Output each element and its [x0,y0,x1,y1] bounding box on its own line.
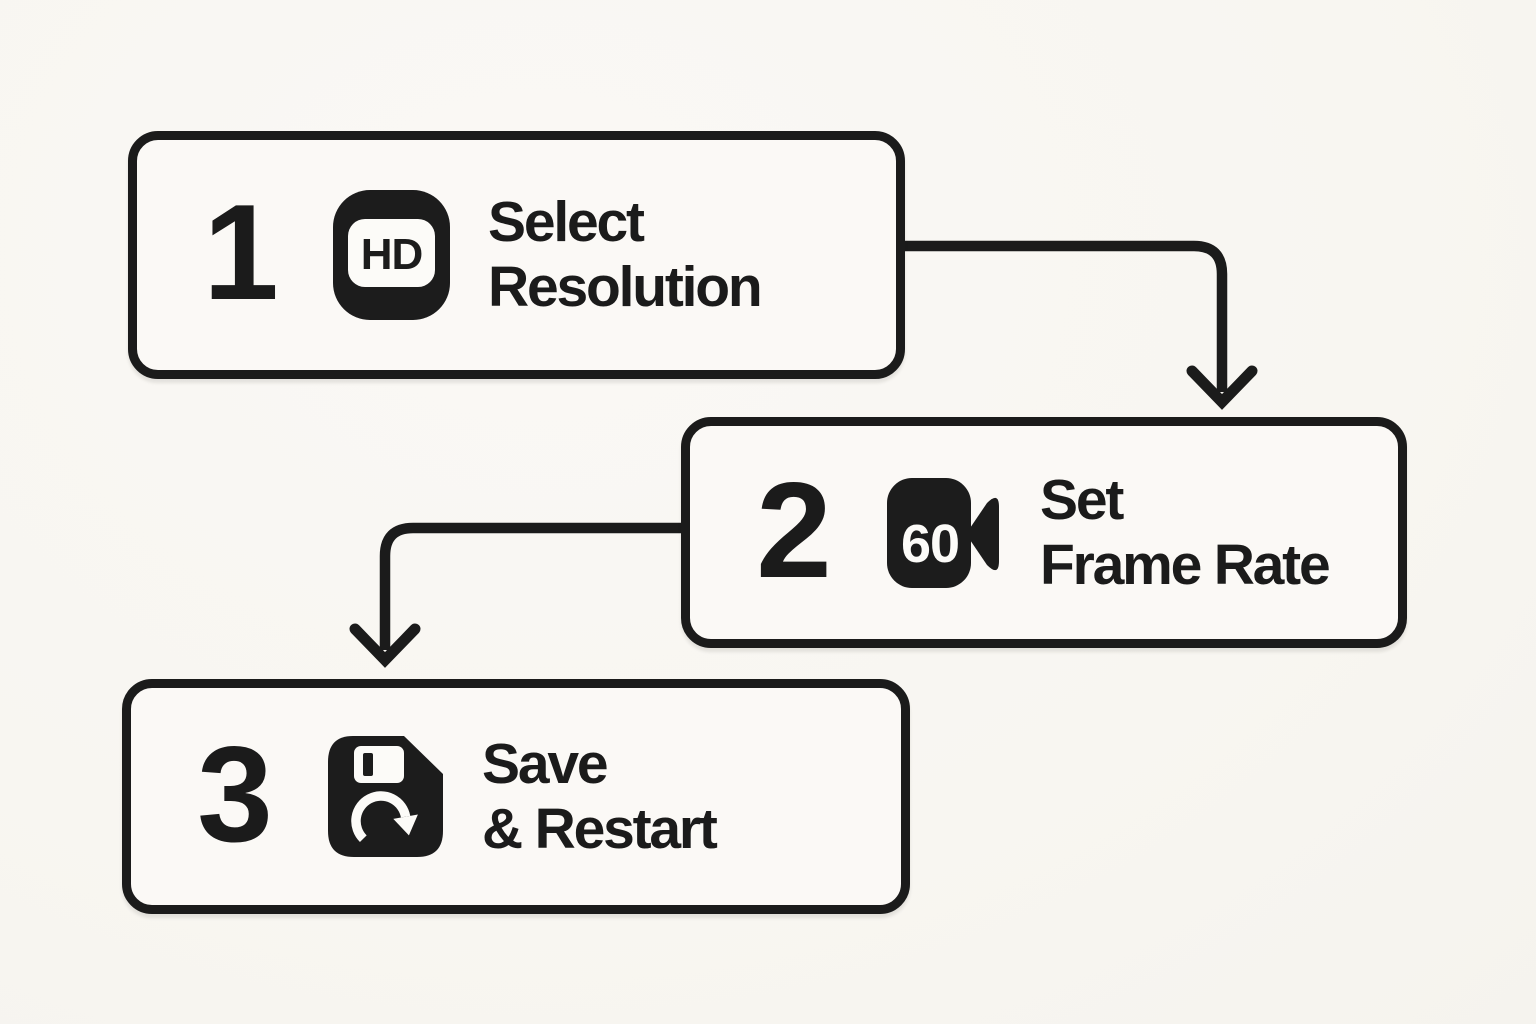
save-restart-icon [328,736,443,857]
hd-badge-text: HD [361,230,423,279]
step-label: Select Resolution [488,190,763,320]
step-label-line1: Select [488,190,645,254]
restart-arrow-head [393,814,418,836]
step-box-set-frame-rate: 2 60 Set Frame Rate [681,417,1407,648]
connector-arrow-step2-to-step3 [349,522,683,668]
fps-badge-text: 60 [901,514,959,574]
step-label-line2: Resolution [488,255,763,319]
step-label-line2: Frame Rate [1040,532,1331,597]
connector-arrow-step1-to-step2 [905,240,1258,410]
step-label-line2: & Restart [482,796,718,861]
step-label-line1: Set [1040,467,1124,532]
step-label: Save & Restart [482,731,718,862]
step-number: 3 [197,717,273,870]
step-label-line1: Save [482,731,609,796]
hd-resolution-icon: HD [333,190,450,320]
step-number: 1 [203,176,279,328]
step-number: 2 [756,453,832,606]
restart-arrow-ring [351,791,411,843]
step-box-select-resolution: 1 HD Select Resolution [128,131,905,379]
step-box-save-restart: 3 Save & Restart [122,679,910,914]
framerate-60-camera-icon: 60 [887,477,999,588]
step-label: Set Frame Rate [1040,467,1331,598]
